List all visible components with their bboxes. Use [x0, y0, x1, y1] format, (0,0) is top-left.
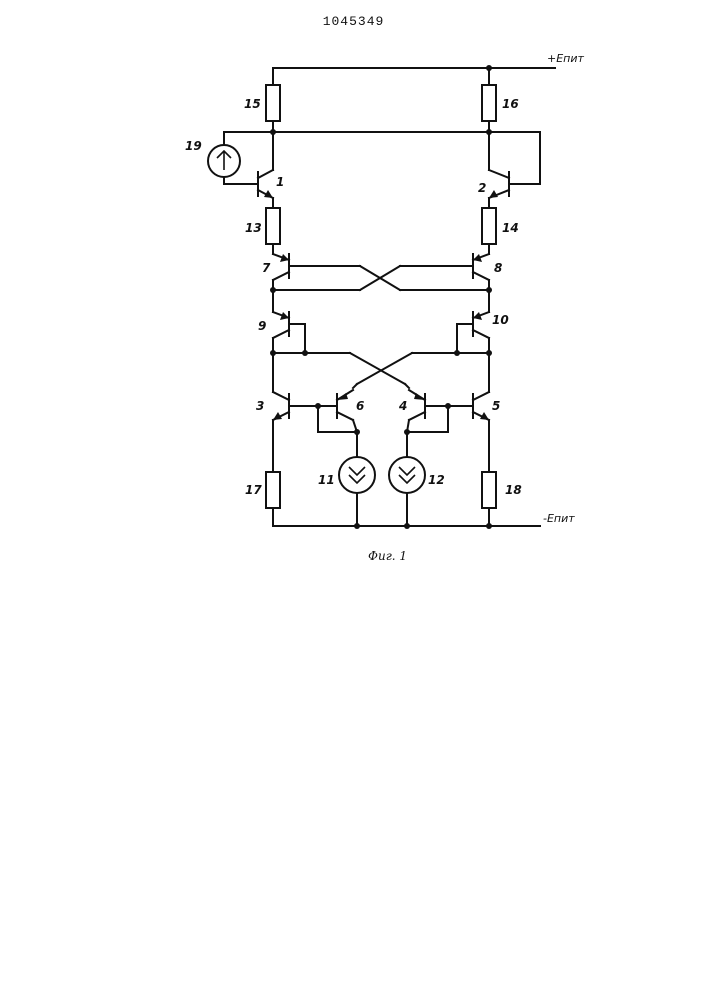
junction-dot — [354, 429, 360, 435]
resistor-15 — [266, 85, 280, 121]
label-transistor-5: 5 — [492, 399, 500, 413]
wire — [353, 384, 357, 388]
label-resistor-13: 13 — [245, 221, 262, 235]
figure-caption: Фиг. 1 — [368, 549, 407, 563]
junction-dot — [486, 129, 492, 135]
label-transistor-3: 3 — [256, 399, 264, 413]
positive-rail-label: +Eпит — [547, 52, 585, 65]
junction-dot — [486, 287, 492, 293]
current-source-11 — [339, 457, 375, 493]
label-resistor-14: 14 — [502, 221, 519, 235]
transistor-9 — [273, 312, 289, 338]
label-transistor-8: 8 — [494, 261, 502, 275]
label-resistor-16: 16 — [502, 97, 519, 111]
junction-dot — [404, 523, 410, 529]
resistor-13 — [266, 208, 280, 244]
cross-wire — [350, 353, 405, 384]
junction-dot — [404, 429, 410, 435]
wire — [405, 384, 409, 388]
junction-dot — [486, 523, 492, 529]
transistor-5 — [473, 392, 489, 420]
current-source-12 — [389, 457, 425, 493]
junction-dot — [486, 350, 492, 356]
junction-dot — [270, 287, 276, 293]
label-source-19: 19 — [185, 139, 202, 153]
junction-dot — [454, 350, 460, 356]
resistor-18 — [482, 472, 496, 508]
transistor-8 — [473, 254, 489, 280]
junction-dot — [270, 350, 276, 356]
resistor-16 — [482, 85, 496, 121]
label-transistor-7: 7 — [262, 261, 271, 275]
label-source-11: 11 — [318, 473, 335, 487]
transistor-7 — [273, 254, 289, 280]
cross-wire — [357, 353, 412, 384]
label-transistor-1: 1 — [276, 175, 284, 189]
resistor-17 — [266, 472, 280, 508]
transistor-6 — [337, 390, 353, 420]
transistor-1 — [258, 170, 273, 198]
junction-dot — [354, 523, 360, 529]
transistor-4 — [409, 390, 425, 420]
label-resistor-15: 15 — [244, 97, 261, 111]
label-source-12: 12 — [428, 473, 445, 487]
label-transistor-4: 4 — [398, 399, 407, 413]
label-transistor-9: 9 — [258, 319, 266, 333]
label-resistor-17: 17 — [245, 483, 262, 497]
label-transistor-2: 2 — [478, 181, 486, 195]
transistor-2 — [489, 170, 509, 198]
transistor-3 — [273, 392, 289, 420]
junction-dot — [302, 350, 308, 356]
label-transistor-10: 10 — [492, 313, 509, 327]
transistor-10 — [473, 312, 489, 338]
label-transistor-6: 6 — [356, 399, 364, 413]
negative-rail-label: -Eпит — [543, 512, 575, 525]
resistor-14 — [482, 208, 496, 244]
label-resistor-18: 18 — [505, 483, 522, 497]
junction-dot — [270, 129, 276, 135]
